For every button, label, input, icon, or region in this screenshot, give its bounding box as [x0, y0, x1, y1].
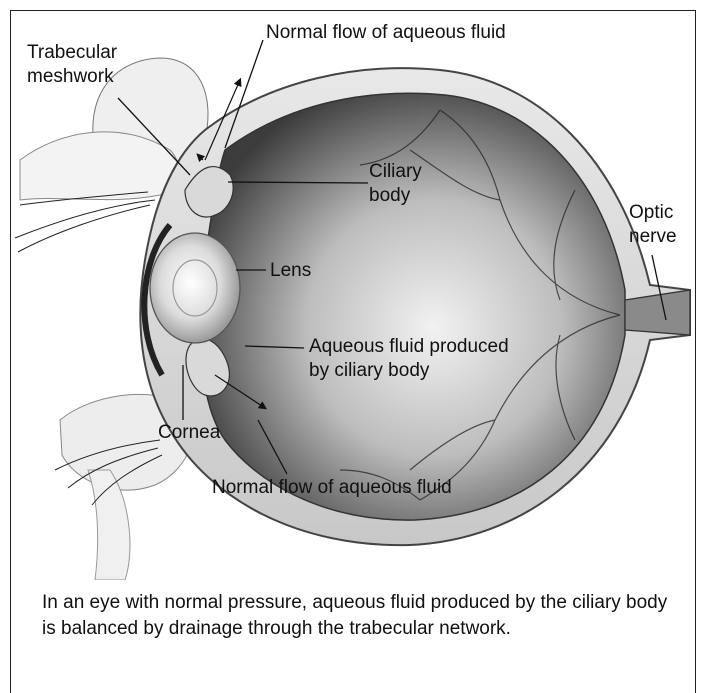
figure-caption: In an eye with normal pressure, aqueous … [42, 590, 672, 642]
label-optic-line2: nerve [629, 226, 677, 247]
label-aqueous-line2: by ciliary body [309, 360, 430, 381]
label-ciliary-line1: Ciliary [369, 161, 422, 182]
label-ciliary-line2: body [369, 185, 411, 206]
label-cornea: Cornea [158, 422, 221, 443]
label-aqueous-line1: Aqueous fluid produced [309, 336, 509, 357]
label-flow-top: Normal flow of aqueous fluid [266, 22, 506, 43]
label-optic-line1: Optic [629, 202, 673, 223]
label-lens: Lens [270, 260, 311, 281]
vitreous-chamber [200, 93, 625, 520]
label-flow-bottom: Normal flow of aqueous fluid [212, 477, 452, 498]
label-trabecular-line1: Trabecular [27, 42, 118, 63]
eye-anatomy-diagram: Trabecular meshwork Normal flow of aqueo… [0, 0, 708, 580]
lens-shape [150, 233, 240, 343]
label-trabecular-line2: meshwork [27, 66, 114, 87]
